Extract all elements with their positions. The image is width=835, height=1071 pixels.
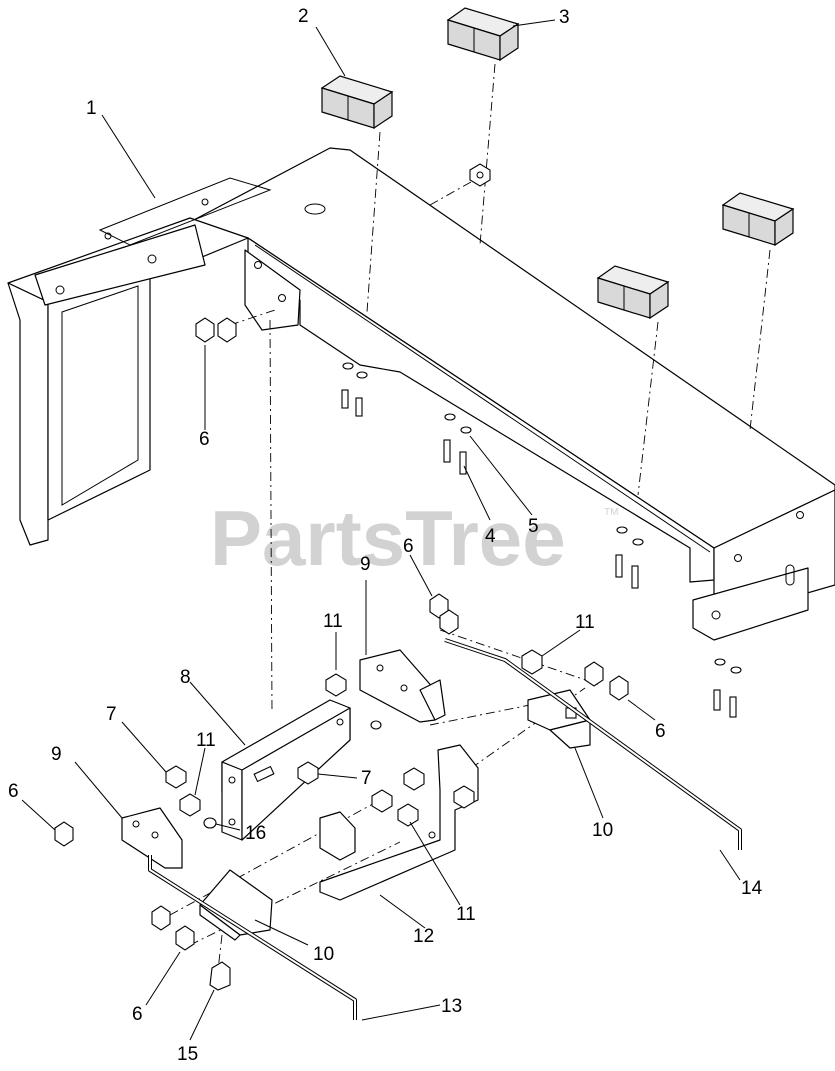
callout-10: 10 xyxy=(313,944,334,965)
callout-6: 6 xyxy=(403,536,414,557)
pivot-bracket xyxy=(121,807,217,869)
callout-7: 7 xyxy=(106,704,117,725)
spring-clip xyxy=(209,961,231,991)
callout-10: 10 xyxy=(592,820,613,841)
frame-part xyxy=(7,147,835,641)
callout-2: 2 xyxy=(298,6,309,27)
callout-14: 14 xyxy=(741,878,763,899)
callout-5: 5 xyxy=(528,516,539,537)
callout-16: 16 xyxy=(245,823,266,844)
leader-lines xyxy=(21,19,741,1041)
mount-plate xyxy=(319,744,479,901)
callout-7: 7 xyxy=(361,768,372,789)
hex-bolt xyxy=(165,649,543,827)
callout-6: 6 xyxy=(655,721,666,742)
callout-9: 9 xyxy=(360,554,371,575)
callout-15: 15 xyxy=(177,1044,198,1065)
callout-6: 6 xyxy=(199,429,210,450)
callout-11: 11 xyxy=(575,612,595,633)
clip-bracket xyxy=(199,869,273,941)
callout-8: 8 xyxy=(180,667,191,688)
flange-nut xyxy=(584,661,629,701)
flange-nut xyxy=(469,163,491,187)
callout-12: 12 xyxy=(413,926,434,947)
bumper-pad xyxy=(446,7,520,62)
callout-11: 11 xyxy=(323,611,343,632)
watermark-trademark: TM xyxy=(604,507,618,518)
cap-screw xyxy=(341,362,742,718)
callout-6: 6 xyxy=(132,1004,143,1025)
control-rod xyxy=(444,638,742,850)
callout-3: 3 xyxy=(559,7,570,28)
callout-11: 11 xyxy=(456,904,476,925)
bumper-pad xyxy=(721,192,795,247)
callout-9: 9 xyxy=(51,744,62,765)
callout-1: 1 xyxy=(86,98,97,119)
callout-13: 13 xyxy=(441,996,462,1017)
flange-nut xyxy=(429,593,459,635)
callout-4: 4 xyxy=(485,526,496,547)
control-rod xyxy=(148,855,357,1020)
bumper-pad xyxy=(320,75,394,130)
flange-nut xyxy=(195,317,237,343)
callout-6: 6 xyxy=(8,781,19,802)
flange-nut xyxy=(54,821,195,951)
watermark-text: PartsTree xyxy=(210,494,566,582)
callout-11: 11 xyxy=(196,730,216,751)
bumper-pad xyxy=(596,265,670,320)
pivot-bracket xyxy=(359,649,446,730)
